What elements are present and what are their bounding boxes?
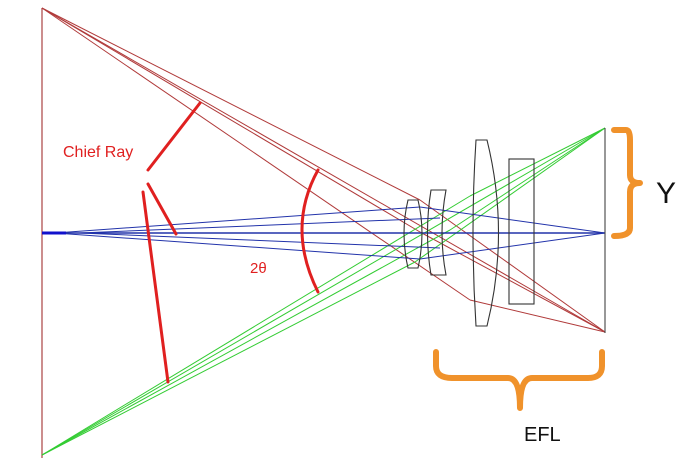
chief-ray-label: Chief Ray: [63, 144, 133, 161]
lens-group: [403, 139, 535, 327]
blue-ray: [419, 206, 606, 234]
focal-length-label: EFL: [524, 424, 561, 446]
lens-element-2: [426, 189, 447, 276]
green-ray: [41, 195, 471, 456]
annotation-marks: [141, 101, 320, 384]
red-ray: [469, 299, 606, 333]
angle-label: 2θ: [250, 260, 267, 277]
blue-ray-bundle: [42, 206, 606, 260]
angle-arc: [300, 168, 320, 294]
red-ray: [41, 7, 421, 233]
chief-ray-pointer-lower: [146, 182, 178, 236]
image-height-label: Y: [656, 177, 676, 210]
lens-element-4: [508, 158, 535, 305]
red-ray: [419, 231, 606, 333]
lens-element-3: [472, 139, 500, 327]
red-ray: [41, 7, 606, 333]
lens-element-1: [403, 199, 423, 269]
green-ray: [414, 127, 606, 263]
chief-ray-pointer-upper: [146, 101, 202, 172]
chief-ray-pointer-long: [141, 190, 170, 384]
efl-bracket: [433, 349, 605, 411]
green-ray: [41, 229, 451, 456]
blue-ray: [54, 232, 421, 260]
blue-ray: [79, 217, 441, 234]
y-bracket: [611, 127, 643, 239]
red-ray: [41, 7, 471, 301]
blue-ray: [79, 232, 441, 249]
dimension-brackets: [433, 127, 643, 411]
blue-ray: [54, 206, 421, 234]
red-ray: [419, 199, 606, 333]
red-ray-bundle: [41, 7, 606, 333]
red-ray: [41, 7, 421, 201]
green-ray: [41, 127, 606, 456]
green-ray: [449, 127, 606, 231]
green-ray-bundle: [41, 127, 606, 456]
blue-ray: [419, 232, 606, 260]
green-ray: [469, 127, 606, 197]
green-ray: [41, 261, 416, 456]
